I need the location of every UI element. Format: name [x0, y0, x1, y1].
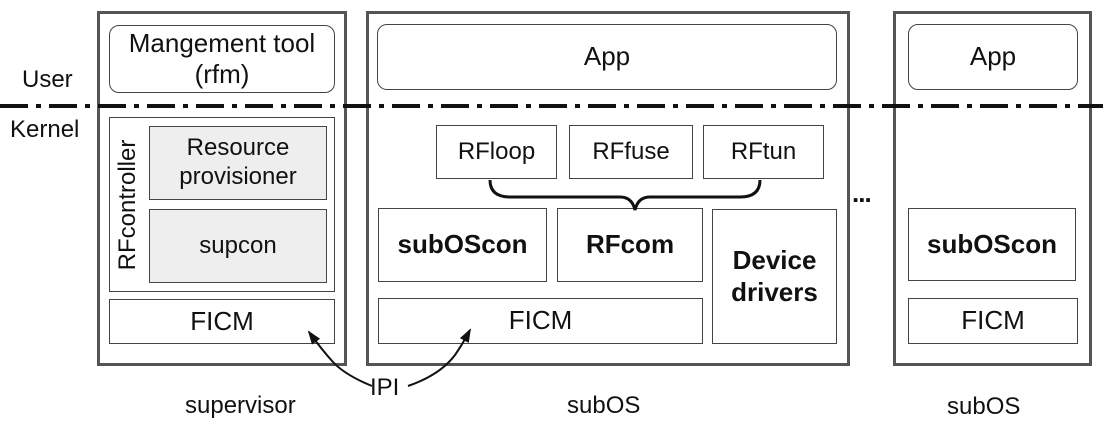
supervisor-container — [97, 11, 347, 366]
subOScon-box-right: subOScon — [908, 208, 1076, 281]
rfcom-box: RFcom — [557, 208, 703, 282]
rffuse-box: RFfuse — [569, 125, 693, 179]
brace — [488, 179, 762, 211]
supcon-box: supcon — [149, 209, 327, 283]
supervisor-caption: supervisor — [185, 392, 296, 419]
rfloop-box: RFloop — [436, 125, 557, 179]
app-box-right: App — [908, 24, 1078, 90]
management-tool-box: Mangement tool (rfm) — [109, 25, 335, 93]
kernel-label: Kernel — [10, 116, 80, 143]
rftun-box: RFtun — [703, 125, 824, 179]
app-box: App — [377, 24, 837, 90]
subos-ficm-box: FICM — [378, 298, 703, 344]
user-label: User — [22, 66, 73, 93]
supervisor-ficm-box: FICM — [109, 299, 335, 344]
subos-right-container — [893, 11, 1092, 366]
subos-right-caption: subOS — [947, 393, 1021, 420]
ipi-arrow-left — [307, 330, 373, 387]
subos-main-container — [366, 11, 850, 366]
ipi-label: IPI — [370, 374, 400, 401]
ipi-arrow-right — [407, 328, 471, 387]
ficm-box-right: FICM — [908, 298, 1078, 344]
subos-main-caption: subOS — [567, 392, 641, 419]
ellipsis: ... — [852, 178, 872, 208]
rfcontroller-box — [109, 117, 335, 292]
subOScon-box: subOScon — [378, 208, 547, 282]
device-drivers-box: Device drivers — [712, 209, 837, 344]
resource-provisioner-box: Resource provisioner — [149, 126, 327, 200]
